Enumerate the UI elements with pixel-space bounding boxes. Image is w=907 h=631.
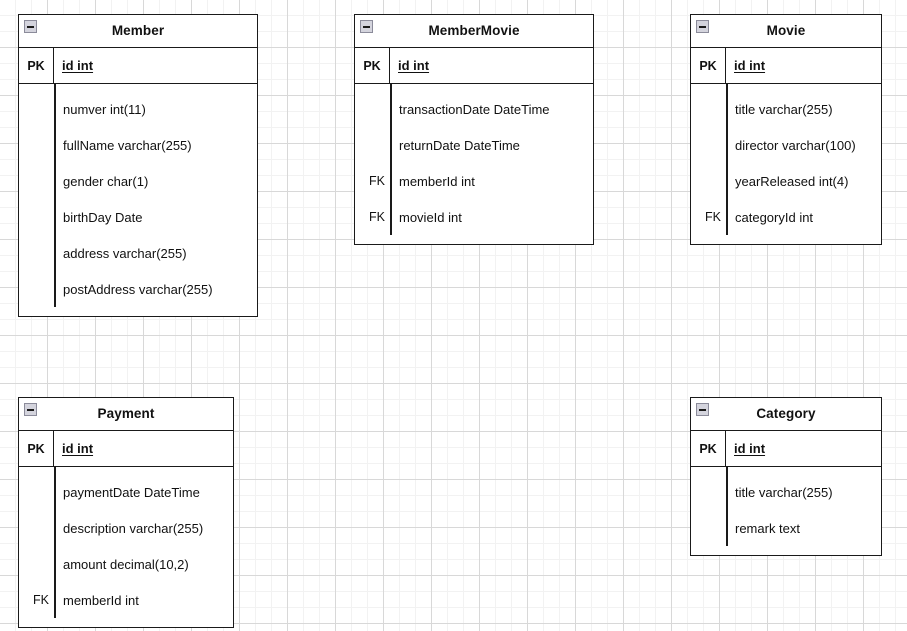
primary-key-row[interactable]: PK id int <box>691 48 881 84</box>
attribute-row[interactable]: description varchar(255) <box>19 510 233 546</box>
entity-title: Movie <box>766 23 806 39</box>
attribute-field: title varchar(255) <box>735 484 833 500</box>
entity-header[interactable]: Movie <box>691 15 881 48</box>
minus-icon[interactable] <box>24 20 37 33</box>
key-badge-fk: FK <box>369 210 385 224</box>
attribute-field: categoryId int <box>735 209 814 225</box>
minus-icon[interactable] <box>360 20 373 33</box>
attribute-row[interactable]: title varchar(255) <box>691 474 881 510</box>
attribute-field: memberId int <box>63 592 139 608</box>
key-badge-pk: PK <box>19 431 54 466</box>
attribute-row[interactable]: returnDate DateTime <box>355 127 593 163</box>
attribute-field: gender char(1) <box>63 173 149 189</box>
attribute-field: numver int(11) <box>63 101 146 117</box>
minus-icon[interactable] <box>696 20 709 33</box>
attribute-field: fullName varchar(255) <box>63 137 192 153</box>
attribute-field: yearReleased int(4) <box>735 173 849 189</box>
key-badge-pk: PK <box>691 431 726 466</box>
primary-key-row[interactable]: PK id int <box>691 431 881 467</box>
minus-icon[interactable] <box>696 403 709 416</box>
attribute-field: movieId int <box>399 209 462 225</box>
attribute-row[interactable]: postAddress varchar(255) <box>19 271 257 307</box>
attribute-row[interactable]: numver int(11) <box>19 91 257 127</box>
attribute-field: transactionDate DateTime <box>399 101 550 117</box>
entity-attribute-list: transactionDate DateTime returnDate DateT… <box>355 84 593 244</box>
key-badge-fk: FK <box>705 210 721 224</box>
attribute-field: returnDate DateTime <box>399 137 520 153</box>
key-badge-fk: FK <box>369 174 385 188</box>
attribute-row[interactable]: transactionDate DateTime <box>355 91 593 127</box>
attribute-row[interactable]: birthDay Date <box>19 199 257 235</box>
column-divider <box>726 467 728 546</box>
attribute-row[interactable]: remark text <box>691 510 881 546</box>
primary-key-field: id int <box>734 58 766 73</box>
attribute-field: birthDay Date <box>63 209 143 225</box>
attribute-row[interactable]: gender char(1) <box>19 163 257 199</box>
entity-title: Payment <box>97 406 155 422</box>
attribute-field: amount decimal(10,2) <box>63 556 189 572</box>
attribute-row[interactable]: FK memberId int <box>19 582 233 618</box>
primary-key-row[interactable]: PK id int <box>355 48 593 84</box>
attribute-row[interactable]: FK memberId int <box>355 163 593 199</box>
key-badge-pk: PK <box>355 48 390 83</box>
entity-attribute-list: paymentDate DateTime description varchar(… <box>19 467 233 627</box>
attribute-field: memberId int <box>399 173 475 189</box>
attribute-row[interactable]: yearReleased int(4) <box>691 163 881 199</box>
attribute-field: remark text <box>735 520 801 536</box>
entity-attribute-list: title varchar(255) director varchar(100) y… <box>691 84 881 244</box>
attribute-field: director varchar(100) <box>735 137 856 153</box>
entity-attribute-list: numver int(11) fullName varchar(255) gende… <box>19 84 257 316</box>
entity-attribute-list: title varchar(255) remark text <box>691 467 881 555</box>
entity-header[interactable]: Member <box>19 15 257 48</box>
key-badge-pk: PK <box>691 48 726 83</box>
attribute-row[interactable]: paymentDate DateTime <box>19 474 233 510</box>
entity-title: Category <box>756 406 816 422</box>
column-divider <box>54 84 56 307</box>
attribute-row[interactable]: FK categoryId int <box>691 199 881 235</box>
primary-key-field: id int <box>62 441 94 456</box>
attribute-row[interactable]: director varchar(100) <box>691 127 881 163</box>
attribute-field: postAddress varchar(255) <box>63 281 213 297</box>
primary-key-field: id int <box>734 441 766 456</box>
key-badge-pk: PK <box>19 48 54 83</box>
entity-header[interactable]: Category <box>691 398 881 431</box>
entity-title: Member <box>111 23 165 39</box>
entity-title: MemberMovie <box>428 23 520 39</box>
attribute-field: paymentDate DateTime <box>63 484 200 500</box>
attribute-field: address varchar(255) <box>63 245 187 261</box>
column-divider <box>390 84 392 235</box>
attribute-row[interactable]: fullName varchar(255) <box>19 127 257 163</box>
primary-key-field: id int <box>62 58 94 73</box>
column-divider <box>726 84 728 235</box>
primary-key-field: id int <box>398 58 430 73</box>
attribute-row[interactable]: address varchar(255) <box>19 235 257 271</box>
entity-header[interactable]: Payment <box>19 398 233 431</box>
attribute-row[interactable]: FK movieId int <box>355 199 593 235</box>
entity-header[interactable]: MemberMovie <box>355 15 593 48</box>
attribute-field: description varchar(255) <box>63 520 204 536</box>
column-divider <box>54 467 56 618</box>
primary-key-row[interactable]: PK id int <box>19 431 233 467</box>
primary-key-row[interactable]: PK id int <box>19 48 257 84</box>
attribute-row[interactable]: amount decimal(10,2) <box>19 546 233 582</box>
attribute-field: title varchar(255) <box>735 101 833 117</box>
attribute-row[interactable]: title varchar(255) <box>691 91 881 127</box>
key-badge-fk: FK <box>33 593 49 607</box>
minus-icon[interactable] <box>24 403 37 416</box>
